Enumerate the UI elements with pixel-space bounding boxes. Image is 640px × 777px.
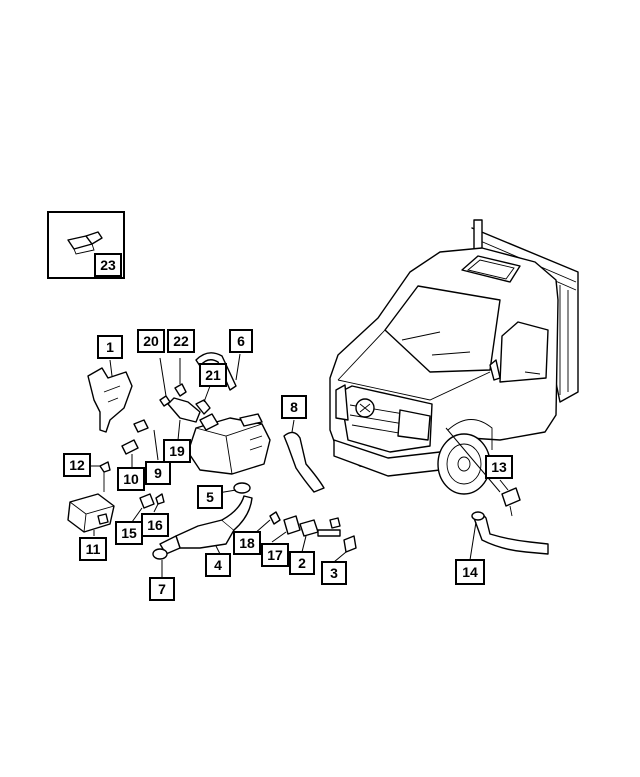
svg-text:2: 2 xyxy=(298,555,306,571)
svg-text:8: 8 xyxy=(290,399,298,415)
svg-text:19: 19 xyxy=(169,443,185,459)
callout-1[interactable]: 1 xyxy=(97,335,123,359)
callout-2[interactable]: 2 xyxy=(289,551,315,575)
callout-15[interactable]: 15 xyxy=(115,521,143,545)
svg-text:7: 7 xyxy=(158,581,166,597)
svg-text:12: 12 xyxy=(69,457,85,473)
callout-20[interactable]: 20 xyxy=(137,329,165,353)
svg-text:18: 18 xyxy=(239,535,255,551)
svg-text:15: 15 xyxy=(121,525,137,541)
connector-parts xyxy=(139,493,165,509)
svg-text:9: 9 xyxy=(154,465,162,481)
key-fob-part xyxy=(67,231,103,255)
valve-part xyxy=(501,487,521,517)
callout-14[interactable]: 14 xyxy=(455,559,485,585)
truck-illustration xyxy=(329,219,579,495)
bolt-parts xyxy=(99,419,149,492)
callout-5[interactable]: 5 xyxy=(197,485,223,509)
svg-text:3: 3 xyxy=(330,565,338,581)
clamp-part xyxy=(233,482,251,494)
callout-9[interactable]: 9 xyxy=(145,461,171,485)
svg-text:21: 21 xyxy=(205,367,221,383)
svg-text:20: 20 xyxy=(143,333,159,349)
callout-11[interactable]: 11 xyxy=(79,537,107,561)
svg-text:14: 14 xyxy=(462,564,478,580)
heater-unit xyxy=(187,413,271,475)
callouts: 23 1 20 22 6 21 8 19 xyxy=(63,253,513,601)
muffler-part xyxy=(159,495,253,555)
callout-8[interactable]: 8 xyxy=(281,395,307,419)
inset-panel xyxy=(47,211,125,279)
svg-text:11: 11 xyxy=(86,541,101,557)
svg-text:23: 23 xyxy=(100,257,116,273)
callout-13[interactable]: 13 xyxy=(485,455,513,479)
svg-text:22: 22 xyxy=(173,333,189,349)
callout-18[interactable]: 18 xyxy=(233,531,261,555)
callout-22[interactable]: 22 xyxy=(167,329,195,353)
pipe-clamp xyxy=(152,548,168,560)
callout-6[interactable]: 6 xyxy=(229,329,253,353)
callout-16[interactable]: 16 xyxy=(141,513,169,537)
svg-text:1: 1 xyxy=(106,339,114,355)
bracket-part xyxy=(87,367,133,433)
svg-text:6: 6 xyxy=(237,333,245,349)
control-unit xyxy=(67,493,115,533)
callout-3[interactable]: 3 xyxy=(321,561,347,585)
callout-17[interactable]: 17 xyxy=(261,543,289,567)
callout-23[interactable]: 23 xyxy=(94,253,122,277)
callout-10[interactable]: 10 xyxy=(117,467,145,491)
fuel-line-fittings xyxy=(269,511,357,553)
svg-text:17: 17 xyxy=(267,547,283,563)
callout-4[interactable]: 4 xyxy=(205,553,231,577)
callout-19[interactable]: 19 xyxy=(163,439,191,463)
callout-7[interactable]: 7 xyxy=(149,577,175,601)
svg-text:16: 16 xyxy=(147,517,163,533)
svg-text:10: 10 xyxy=(123,471,139,487)
svg-text:4: 4 xyxy=(214,557,222,573)
leader-lines xyxy=(88,353,509,578)
hose-part xyxy=(195,352,237,391)
callout-21[interactable]: 21 xyxy=(199,363,227,387)
exhaust-hose xyxy=(283,431,325,493)
fuel-pump-part xyxy=(159,383,211,423)
svg-text:13: 13 xyxy=(491,459,507,475)
coolant-hose xyxy=(471,511,549,555)
svg-text:5: 5 xyxy=(206,489,214,505)
callout-12[interactable]: 12 xyxy=(63,453,91,477)
